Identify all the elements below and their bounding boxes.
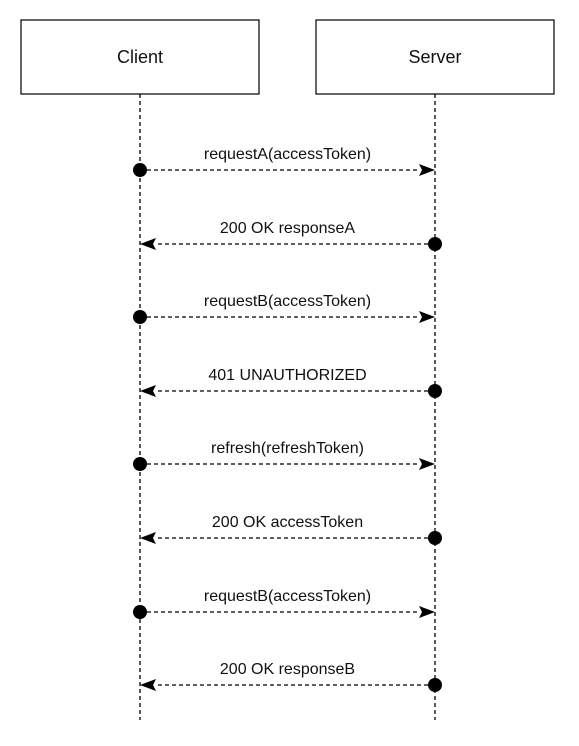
message-label: 200 OK responseA [220, 220, 356, 237]
message: 401 UNAUTHORIZED [140, 367, 442, 398]
message-arrowhead [140, 238, 156, 250]
message-start-dot [133, 163, 147, 177]
message-start-dot [428, 384, 442, 398]
participant-client: Client [20, 19, 260, 95]
message-label: requestA(accessToken) [204, 146, 371, 163]
participant-server-box [315, 19, 555, 95]
participant-client-label: Client [117, 47, 163, 67]
message-start-dot [428, 678, 442, 692]
message-arrowhead [419, 311, 435, 323]
message-start-dot [428, 531, 442, 545]
message-start-dot [133, 457, 147, 471]
messages: requestA(accessToken) 200 OK responseA req… [133, 146, 442, 692]
message-arrowhead [140, 385, 156, 397]
message-arrowhead [419, 458, 435, 470]
message-label: requestB(accessToken) [204, 293, 371, 310]
message-start-dot [428, 237, 442, 251]
message-label: refresh(refreshToken) [211, 440, 364, 457]
message: 200 OK accessToken [140, 514, 442, 545]
message-label: 200 OK responseB [220, 661, 355, 678]
participant-server: Server [315, 19, 555, 95]
message-arrowhead [140, 679, 156, 691]
message: requestA(accessToken) [133, 146, 435, 177]
message: requestB(accessToken) [133, 588, 435, 619]
message-arrowhead [419, 606, 435, 618]
message: 200 OK responseB [140, 661, 442, 692]
participant-client-box [20, 19, 260, 95]
message-label: requestB(accessToken) [204, 588, 371, 605]
message-label: 401 UNAUTHORIZED [208, 367, 366, 384]
message-arrowhead [419, 164, 435, 176]
message: refresh(refreshToken) [133, 440, 435, 471]
message-label: 200 OK accessToken [212, 514, 363, 531]
message: requestB(accessToken) [133, 293, 435, 324]
message-arrowhead [140, 532, 156, 544]
message: 200 OK responseA [140, 220, 442, 251]
message-start-dot [133, 310, 147, 324]
message-start-dot [133, 605, 147, 619]
participant-server-label: Server [408, 47, 461, 67]
